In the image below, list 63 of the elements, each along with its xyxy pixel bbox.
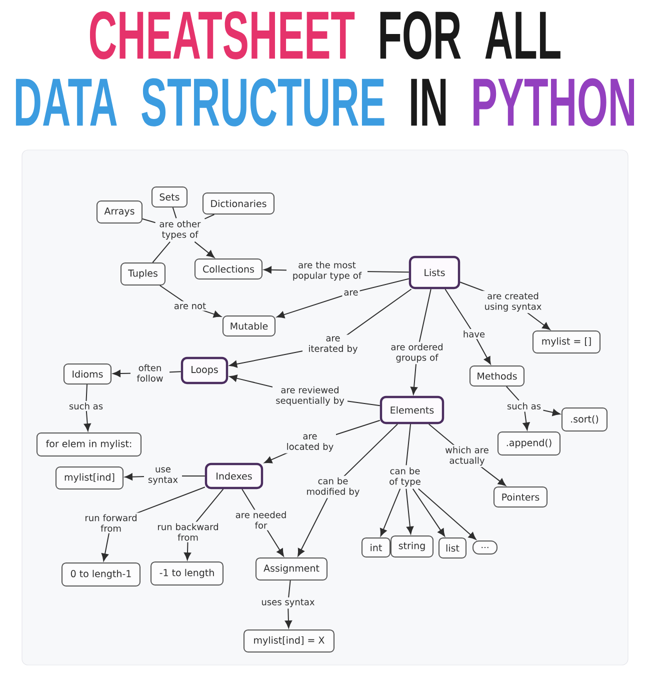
arrow <box>276 278 410 318</box>
edge-label: often follow <box>130 362 170 384</box>
connector-line <box>172 207 177 219</box>
arrow <box>418 488 476 540</box>
connector-line <box>142 218 156 224</box>
main-concept-box: Indexes <box>204 462 264 490</box>
concept-box: .sort() <box>562 408 608 432</box>
concept-box: Mutable <box>222 316 276 336</box>
concept-box: ... <box>472 540 498 554</box>
arrow <box>444 288 491 364</box>
concept-box: Pointers <box>494 486 548 508</box>
edge-label: use syntax <box>144 466 182 486</box>
concept-box: Collections <box>194 258 262 280</box>
arrow <box>522 411 530 430</box>
edge-label: are reviewed sequentially by <box>272 384 348 408</box>
concept-box: Idioms <box>64 364 112 384</box>
edge-label: are the most popular type of <box>286 260 368 282</box>
edge-label: are located by <box>284 432 336 454</box>
concept-box: list <box>438 538 466 558</box>
arrow <box>194 241 215 258</box>
edge-label: are iterated by <box>302 334 364 356</box>
concept-box: Dictionaries <box>202 192 274 214</box>
edge-label: can be modified by <box>296 476 370 498</box>
concept-box: Arrays <box>96 200 142 224</box>
concept-box: Sets <box>152 186 188 208</box>
arrow <box>84 384 91 432</box>
main-concept-box: Loops <box>180 356 228 384</box>
edge-label: have <box>461 329 487 339</box>
edge-label: which are actually <box>442 444 492 468</box>
edge-label: such as <box>67 401 105 411</box>
main-concept-box: Elements <box>380 396 444 424</box>
connector-line <box>406 424 412 466</box>
connector-line <box>152 241 171 263</box>
linking-phrase: are other types of <box>160 220 201 240</box>
main-concept-box: Lists <box>408 256 460 290</box>
edge-label: are ordered groups of <box>384 342 450 364</box>
linking-phrase: can be of type <box>390 467 420 487</box>
linking-phrase: such as <box>507 402 541 410</box>
concept-box: mylist[ind] = X <box>244 630 334 652</box>
arrow <box>412 488 445 537</box>
arrow <box>380 488 401 536</box>
concept-box: -1 to length <box>150 562 224 586</box>
concept-box: Assignment <box>256 558 328 580</box>
connector-line <box>506 386 520 401</box>
connector-line <box>204 214 215 220</box>
arrow <box>406 488 414 534</box>
concept-box: mylist[ind] <box>56 466 124 490</box>
concept-box: Methods <box>470 366 524 386</box>
concept-box: Tuples <box>120 262 166 286</box>
edge-label: are needed for <box>232 510 290 530</box>
arrow <box>284 580 292 628</box>
concept-box: int <box>362 538 390 558</box>
concept-box: mylist = [] <box>532 330 600 354</box>
concept-box: .append() <box>498 432 560 456</box>
edge-label: uses syntax <box>260 597 316 609</box>
edge-label: are created using syntax <box>482 290 544 314</box>
concept-box: for elem in mylist: <box>36 432 142 456</box>
edge-label: run backward from <box>154 522 222 542</box>
concept-box: 0 to length-1 <box>62 562 140 586</box>
arrow <box>542 409 560 416</box>
concept-box: string <box>390 536 434 558</box>
title: CHEATSHEET FOR ALL DATA STRUCTURE IN PYTHON <box>16 11 634 126</box>
edge-label: run forward from <box>82 512 140 534</box>
